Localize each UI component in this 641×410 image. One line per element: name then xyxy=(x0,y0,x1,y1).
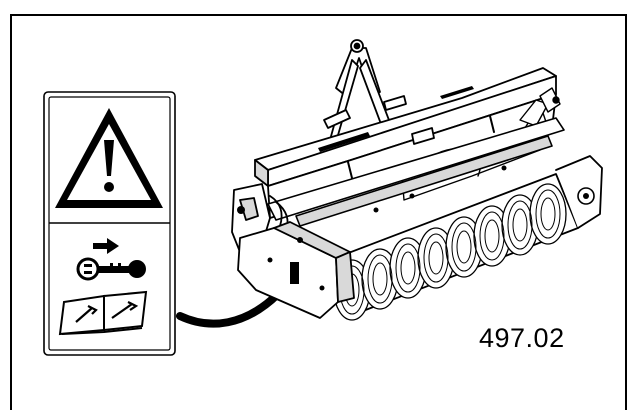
figure-number: 497.02 xyxy=(479,323,565,353)
hitch-frame xyxy=(323,39,407,143)
front-beam xyxy=(237,221,355,319)
ignition-key-icon xyxy=(76,257,146,281)
operator-manual-icon xyxy=(58,290,148,336)
label-location-marker xyxy=(290,262,299,284)
figure-frame xyxy=(10,14,627,410)
warning-triangle-icon xyxy=(55,108,163,208)
warning-label xyxy=(43,91,176,356)
packer-roller xyxy=(329,155,603,321)
detail-bolts xyxy=(297,165,507,243)
coulter-bar xyxy=(267,117,565,227)
arrow-right-icon xyxy=(93,238,119,254)
seed-drill-machine xyxy=(231,39,603,321)
